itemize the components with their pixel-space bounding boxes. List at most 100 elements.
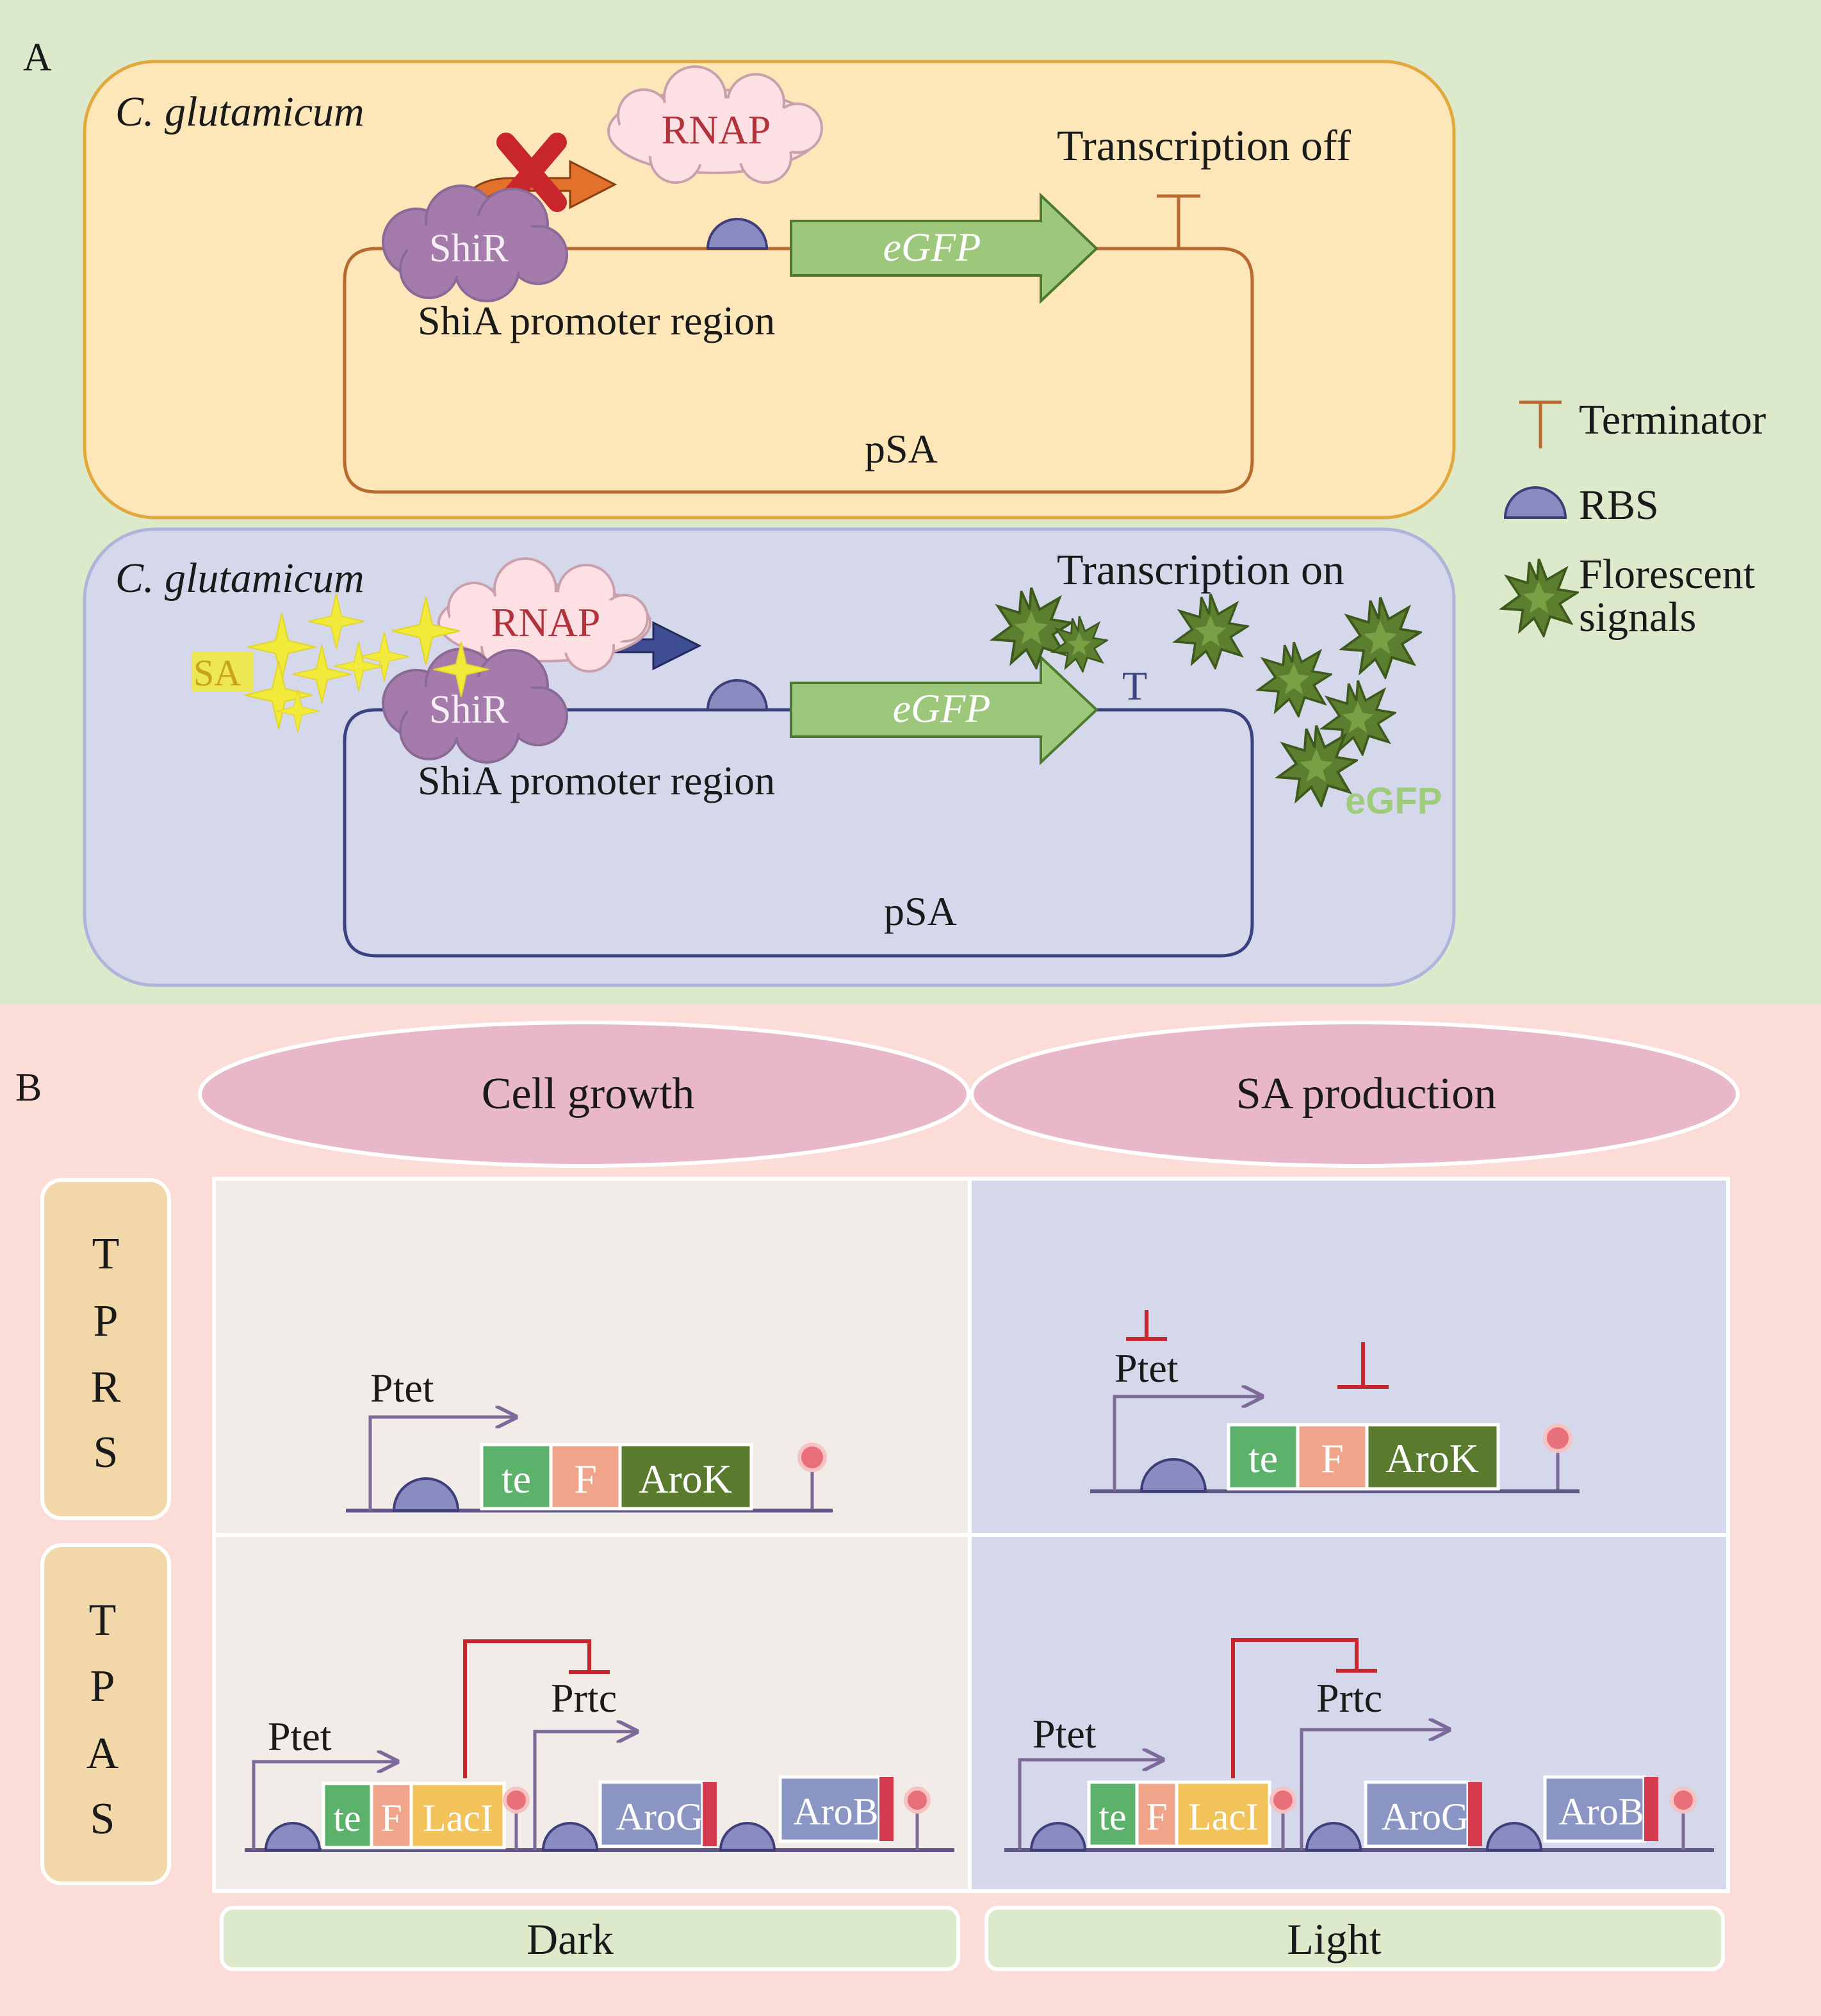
tpas-light-arob-tag xyxy=(1644,1777,1658,1841)
column-header-sa-production-label: SA production xyxy=(1236,1069,1496,1119)
tpas-light-terminator-2 xyxy=(1670,1787,1697,1850)
on-status: Transcription on xyxy=(1057,545,1344,594)
tprs-dark-gene-arok-label: AroK xyxy=(639,1456,732,1502)
column-header-cell-growth xyxy=(198,1020,970,1168)
tprs-dark-gene-arok xyxy=(618,1443,753,1511)
off-shir-cloud xyxy=(382,184,568,302)
off-terminator-icon xyxy=(1157,194,1200,249)
tpas-light-gene-laci-label: LacI xyxy=(1188,1796,1259,1838)
off-organism-label: C. glutamicum xyxy=(115,88,364,135)
column-header-sa-production xyxy=(970,1020,1740,1168)
row-label-tpas-letter-3: A xyxy=(86,1729,119,1778)
on-plasmid-name: pSA xyxy=(884,889,957,934)
tpas-dark-arog-tag xyxy=(703,1782,717,1846)
tpas-light-arog-tag xyxy=(1468,1782,1482,1846)
tprs-light-construct: Ptet te F AroK xyxy=(1090,1310,1580,1493)
tpas-dark-gene-arob xyxy=(778,1775,881,1843)
tpas-light-construct: Ptet te F LacI Prtc AroG AroB xyxy=(1004,1638,1714,1852)
tpas-dark-promoter2: Prtc xyxy=(551,1675,617,1721)
lacI-repression-line xyxy=(463,1639,610,1778)
tpas-dark-construct: Ptet te F LacI Prtc AroG AroB xyxy=(245,1639,954,1852)
off-rnap-label: RNAP xyxy=(662,107,771,152)
panel-a-label: A xyxy=(23,36,52,79)
off-egfp-label: eGFP xyxy=(883,224,981,270)
off-cell-body xyxy=(83,60,1456,520)
tprs-light-terminator-icon xyxy=(1543,1423,1572,1489)
off-cell: C. glutamicum RNAP xyxy=(83,60,1456,520)
on-rbs-icon xyxy=(706,679,769,711)
on-plasmid-loop xyxy=(343,708,1254,958)
tpas-dark-gene-arog-label: AroG xyxy=(616,1796,704,1838)
repression-icon-promoter xyxy=(1126,1310,1167,1341)
row-label-tprs-letter-2: P xyxy=(94,1297,118,1346)
tpas-light-rbs-3 xyxy=(1485,1822,1543,1851)
tprs-light-gene-te xyxy=(1227,1423,1300,1491)
legend-signals-line1: Florescent xyxy=(1579,551,1755,598)
tpas-light-gene-te-label: te xyxy=(1098,1796,1126,1838)
tprs-light-gene-f xyxy=(1296,1423,1369,1491)
on-terminator-letter: T xyxy=(1122,663,1147,709)
tpas-dark-rbs-3 xyxy=(719,1822,776,1851)
tpas-light-gene-laci xyxy=(1175,1780,1271,1848)
on-shir-cloud xyxy=(382,648,568,764)
egfp-tag: eGFP xyxy=(1345,780,1442,822)
tprs-light-rbs-icon xyxy=(1139,1458,1207,1493)
tpas-dark-rbs-2 xyxy=(541,1822,599,1851)
tprs-dark-rbs-icon xyxy=(392,1477,460,1512)
legend: Terminator RBS Florescent signals xyxy=(1501,397,1766,641)
row-label-tpas-letter-4: S xyxy=(90,1794,115,1844)
tpas-light-gene-arob xyxy=(1543,1775,1646,1843)
tpas-dark-gene-f-label: F xyxy=(380,1797,402,1839)
tpas-light-gene-arob-label: AroB xyxy=(1558,1791,1644,1833)
tpas-dark-gene-f xyxy=(370,1782,413,1849)
tpas-dark-arob-tag xyxy=(879,1777,894,1841)
on-organism-label: C. glutamicum xyxy=(115,555,364,602)
tprs-light-promoter: Ptet xyxy=(1115,1345,1179,1391)
tpas-light-promoter2: Prtc xyxy=(1316,1675,1382,1721)
on-rnap-label: RNAP xyxy=(491,600,601,645)
sa-label-bg xyxy=(192,652,253,692)
tpas-light-rbs-2 xyxy=(1305,1822,1362,1851)
row-label-tpas-letter-2: P xyxy=(90,1662,115,1711)
row-label-tprs-letter-1: T xyxy=(92,1229,120,1279)
off-plasmid-loop xyxy=(343,247,1254,494)
tprs-light-gene-arok-label: AroK xyxy=(1385,1436,1479,1481)
legend-rbs-icon xyxy=(1503,486,1567,519)
tpas-dark-terminator-1 xyxy=(503,1787,530,1850)
footer-dark-label: Dark xyxy=(527,1915,614,1963)
tpas-light-terminator-1 xyxy=(1270,1787,1296,1850)
on-promoter-region: ShiA promoter region xyxy=(418,758,775,803)
tprs-dark-construct: Ptet te F AroK xyxy=(346,1365,833,1512)
footer-light xyxy=(984,1906,1725,1971)
row-label-tprs-letter-3: R xyxy=(91,1363,121,1412)
on-egfp-gene xyxy=(790,654,1098,766)
tpas-dark-gene-te xyxy=(322,1782,373,1849)
off-rbs-icon xyxy=(706,218,769,250)
off-status: Transcription off xyxy=(1057,121,1351,170)
footer-dark xyxy=(220,1906,960,1971)
tpas-dark-gene-arob-label: AroB xyxy=(793,1791,878,1833)
tprs-light-gene-f-label: F xyxy=(1321,1436,1344,1481)
on-shir-label: ShiR xyxy=(429,688,509,732)
tpas-dark-gene-te-label: te xyxy=(333,1797,361,1839)
repression-icon-gene xyxy=(1337,1342,1389,1389)
legend-rbs-label: RBS xyxy=(1579,482,1659,529)
column-header-cell-growth-label: Cell growth xyxy=(482,1069,694,1119)
off-rnap-cloud xyxy=(607,65,823,184)
row-label-tprs xyxy=(40,1178,171,1520)
tpas-dark-terminator-2 xyxy=(904,1787,931,1850)
tpas-light-rbs-1 xyxy=(1029,1822,1087,1851)
off-promoter-region: ShiA promoter region xyxy=(418,298,775,343)
legend-signals-line2: signals xyxy=(1579,594,1696,641)
row-label-tpas xyxy=(40,1543,171,1885)
off-plasmid-name: pSA xyxy=(865,426,938,471)
tprs-dark-terminator-icon xyxy=(797,1443,827,1509)
tpas-dark-gene-laci xyxy=(409,1782,506,1849)
tprs-light-gene-arok xyxy=(1365,1423,1500,1491)
sa-label: SA xyxy=(193,652,241,694)
legend-terminator-icon xyxy=(1519,400,1562,448)
on-cell: C. glutamicum RNAP xyxy=(83,527,1456,987)
footer-light-label: Light xyxy=(1287,1915,1381,1963)
row-label-tprs-letter-4: S xyxy=(94,1428,118,1477)
